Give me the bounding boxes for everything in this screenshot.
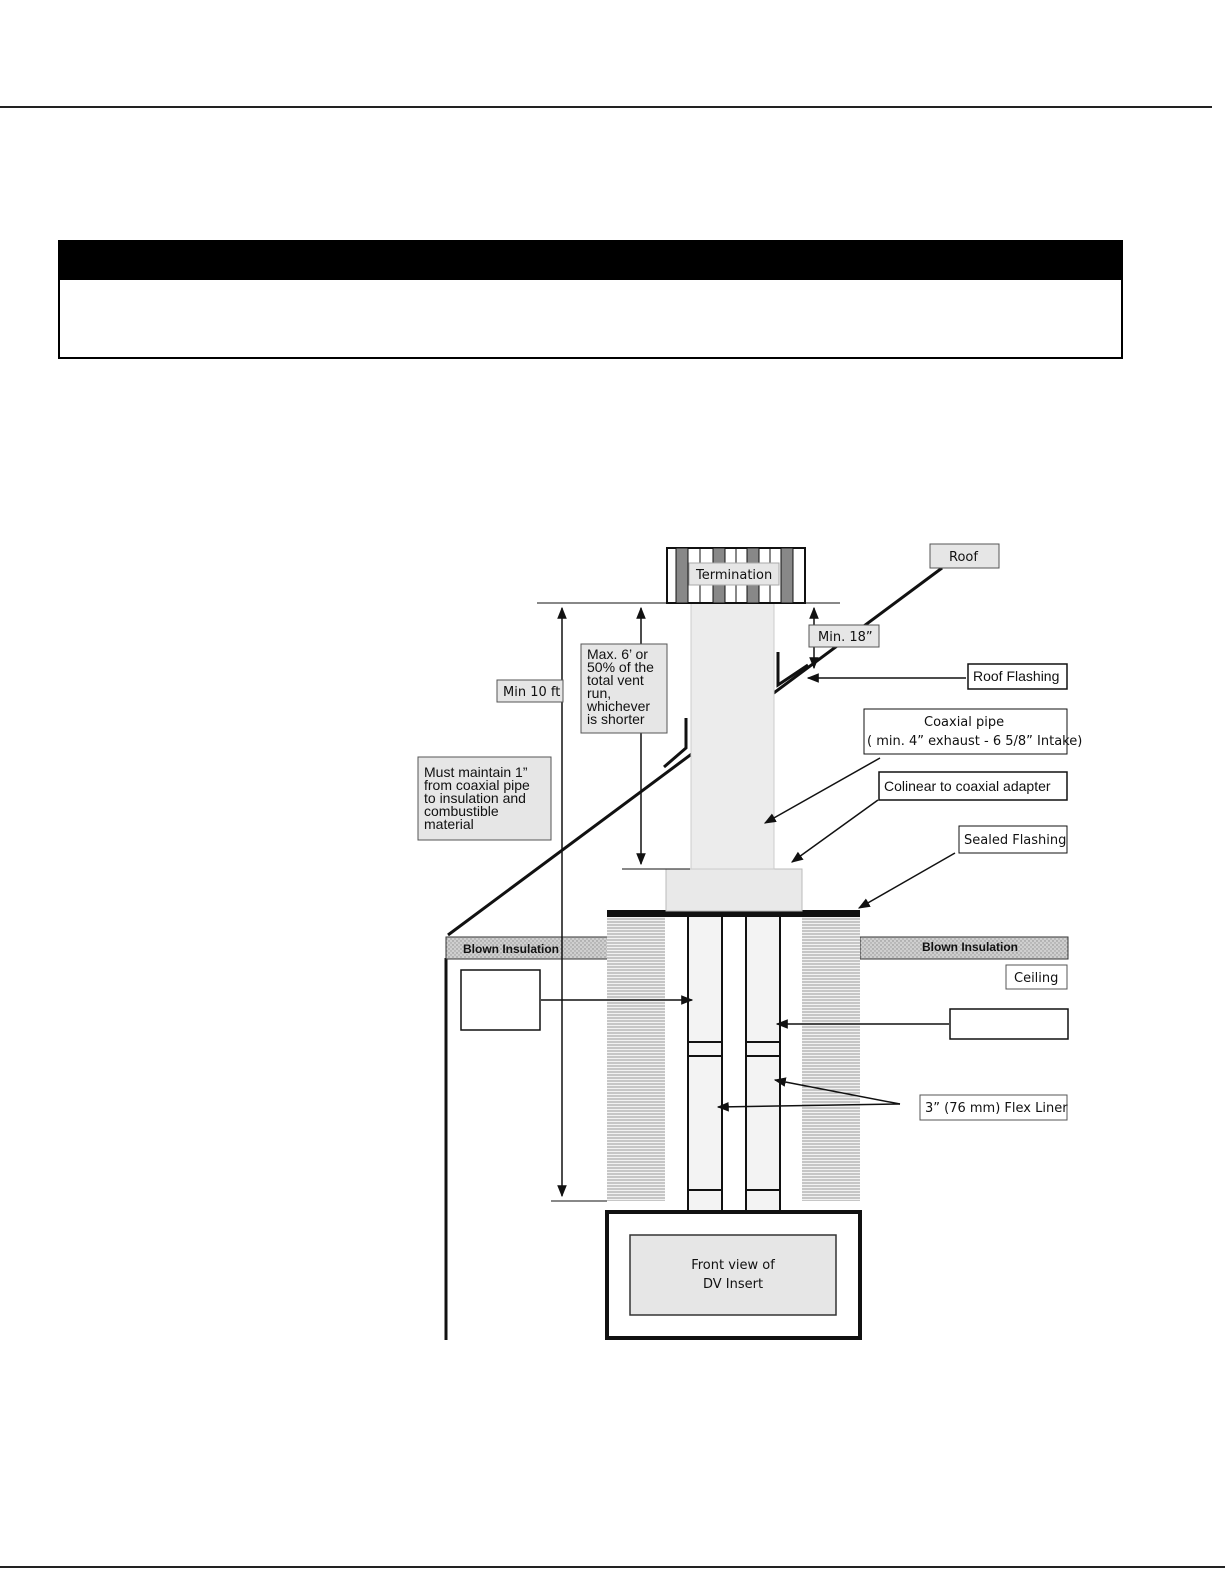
min-18-box xyxy=(808,624,880,648)
coaxial-pipe-label-line1: Coaxial pipe xyxy=(924,715,1004,730)
termination-label: Termination xyxy=(695,568,772,583)
flex-liner-label: 3” (76 mm) Flex Liner xyxy=(925,1101,1068,1116)
front-view-label-line1: Front view of xyxy=(691,1258,775,1273)
flex-liner-leader-a xyxy=(773,1077,901,1105)
left-blank-box xyxy=(460,969,541,1031)
max-6-label: Max. 6’ or 50% of the total vent run, wh… xyxy=(586,646,654,727)
colinear-adapter xyxy=(665,868,803,912)
dv-insert-front xyxy=(629,1234,837,1316)
sealed-flashing-leader xyxy=(857,852,956,909)
min-18-label: Min. 18” xyxy=(818,630,873,645)
svg-text:is shorter: is shorter xyxy=(587,711,645,727)
termination-cap xyxy=(666,547,806,604)
flex-liner-right xyxy=(745,913,781,1213)
svg-text:combustible: combustible xyxy=(424,803,499,819)
colinear-adapter-label: Colinear to coaxial adapter xyxy=(884,778,1051,794)
roof-flashing-upper xyxy=(776,652,809,688)
roof-flashing-box xyxy=(967,663,1068,690)
roof-label: Roof xyxy=(949,550,978,565)
sealed-flashing-box xyxy=(958,825,1068,854)
sealed-flashing-plate xyxy=(607,910,860,917)
blown-insulation-right-label: Blown Insulation xyxy=(922,940,1018,954)
svg-text:from coaxial pipe: from coaxial pipe xyxy=(424,777,530,793)
svg-text:run,: run, xyxy=(587,685,611,701)
top-rule xyxy=(0,106,1212,108)
maintain-clearance-box xyxy=(417,756,552,841)
ceiling-label: Ceiling xyxy=(1014,971,1058,986)
colinear-adapter-leader xyxy=(791,799,879,863)
svg-text:50% of the: 50% of the xyxy=(587,659,654,675)
warning-box xyxy=(58,240,1123,359)
ceiling-box xyxy=(1005,964,1068,990)
flex-liner-leader-b xyxy=(716,1102,901,1112)
roof-flashing-label: Roof Flashing xyxy=(973,668,1059,684)
flex-liner-box xyxy=(919,1094,1068,1121)
svg-text:Max. 6’ or: Max. 6’ or xyxy=(587,646,648,662)
roof-box xyxy=(929,543,1000,569)
front-view-label-line2: DV Insert xyxy=(703,1277,763,1292)
svg-text:to insulation and: to insulation and xyxy=(424,790,526,806)
maintain-clearance-label: Must maintain 1” from coaxial pipe to in… xyxy=(424,764,530,832)
svg-text:material: material xyxy=(424,816,474,832)
blown-insulation-left-label: Blown Insulation xyxy=(463,942,559,956)
colinear-adapter-box xyxy=(878,771,1068,801)
flex-liner-left xyxy=(687,913,723,1213)
min-10ft-box xyxy=(496,679,564,703)
coaxial-pipe xyxy=(690,602,775,870)
svg-text:total vent: total vent xyxy=(587,672,644,688)
right-blank-box xyxy=(949,1008,1069,1040)
coaxial-pipe-box xyxy=(863,708,1068,755)
svg-text:Must maintain 1”: Must maintain 1” xyxy=(424,764,528,780)
svg-text:whichever: whichever xyxy=(586,698,650,714)
bottom-rule xyxy=(0,1566,1225,1568)
coaxial-pipe-label-line2: ( min. 4” exhaust - 6 5/8” Intake) xyxy=(867,734,1082,749)
coaxial-pipe-leader xyxy=(763,757,881,824)
chimney-wall-right xyxy=(802,914,860,1201)
max-6-box xyxy=(580,643,668,734)
chimney-wall-left xyxy=(607,914,665,1201)
sealed-flashing-label: Sealed Flashing xyxy=(964,833,1066,848)
roof-flashing-lower xyxy=(663,718,688,769)
min-10ft-label: Min 10 ft xyxy=(503,685,560,700)
warning-header-bar xyxy=(60,242,1121,280)
